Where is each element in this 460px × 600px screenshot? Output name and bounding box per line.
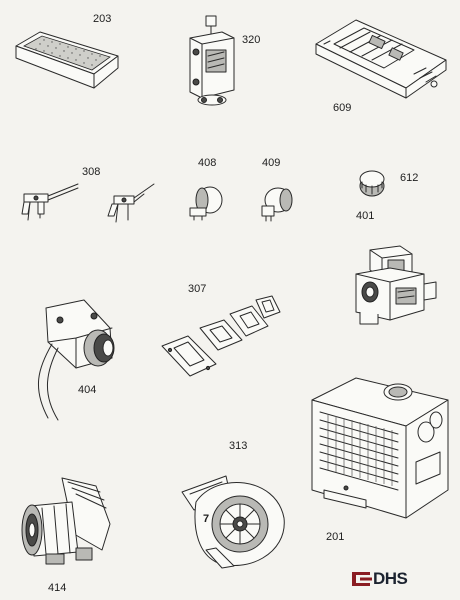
part-408-thermostat <box>186 180 228 224</box>
part-609-control-board <box>310 14 450 104</box>
label-612: 612 <box>400 172 419 184</box>
label-404: 404 <box>78 384 97 396</box>
label-609: 609 <box>333 102 352 114</box>
part-308-electrode-left <box>18 180 80 228</box>
label-313: 313 <box>229 440 248 452</box>
part-gas-valve <box>350 244 442 330</box>
label-7: 7 <box>203 513 210 525</box>
label-401: 401 <box>356 210 375 222</box>
part-320-pressure-switch <box>182 12 242 110</box>
dhs-logo-text: DHS <box>373 569 408 588</box>
label-203: 203 <box>93 13 112 25</box>
part-404-pump-motor <box>28 298 124 422</box>
label-408: 408 <box>198 157 217 169</box>
part-308-electrode-right <box>100 180 158 228</box>
label-307: 307 <box>188 283 207 295</box>
label-320: 320 <box>242 34 261 46</box>
part-201-heat-exchanger <box>306 370 454 526</box>
label-308: 308 <box>82 166 101 178</box>
label-414: 414 <box>48 582 67 594</box>
part-414-circulator-pump <box>16 472 116 572</box>
part-203-burner-plate <box>10 28 120 98</box>
label-409: 409 <box>262 157 281 169</box>
part-409-thermostat <box>256 180 300 224</box>
dhs-logo <box>352 572 372 586</box>
label-201: 201 <box>326 531 345 543</box>
part-7-fan-assembly <box>176 462 294 580</box>
part-612-control-knob <box>354 166 390 200</box>
part-307-gasket-set <box>158 296 282 388</box>
